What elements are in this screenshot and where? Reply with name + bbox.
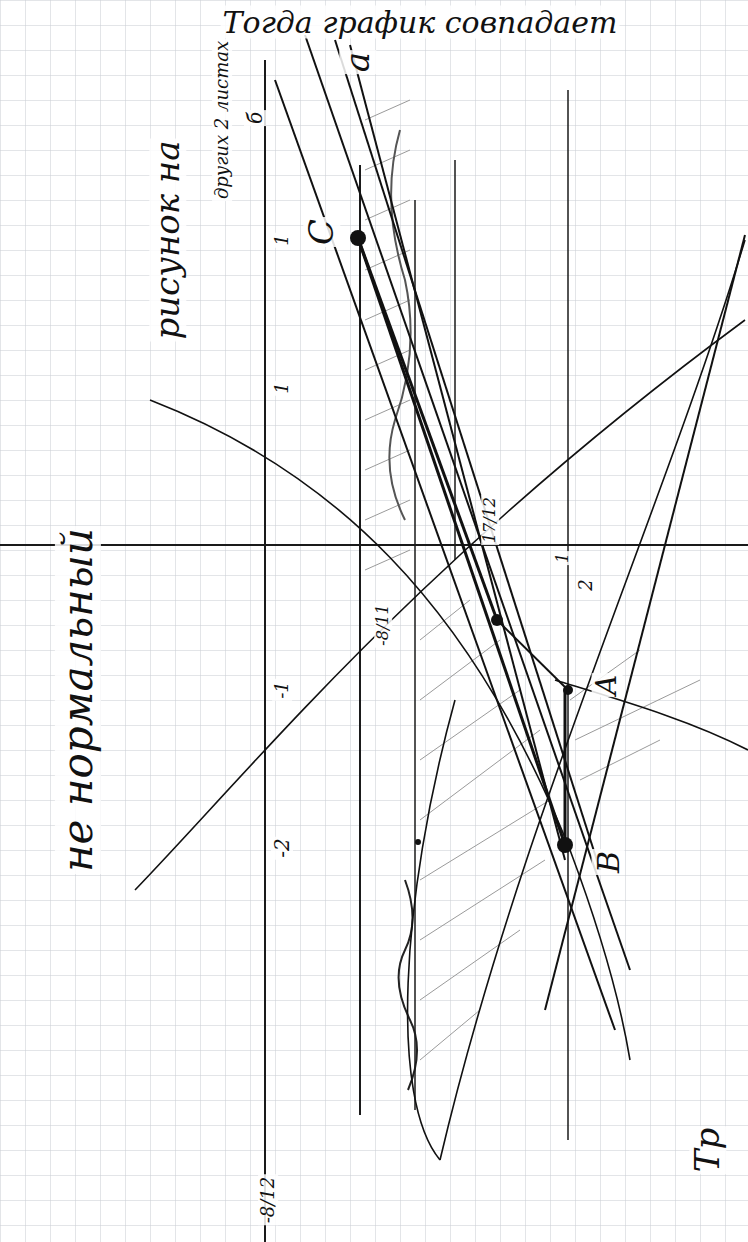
handwritten-label: Тогда график совпадает: [221, 6, 620, 39]
handwritten-label: рисунок на: [149, 138, 186, 341]
points: [350, 230, 573, 853]
handwritten-label: -8/11: [374, 602, 392, 647]
handwritten-label: 1: [272, 232, 292, 247]
handwritten-label: -1: [272, 679, 292, 701]
handwritten-label: 17/12: [481, 495, 499, 545]
handwritten-label: не нормальный: [55, 526, 101, 874]
handwritten-label: 2: [576, 577, 596, 592]
handwritten-label: б: [244, 110, 266, 126]
handwritten-label: A: [592, 673, 623, 697]
curves: [135, 240, 748, 1160]
handwritten-label: 1: [272, 380, 292, 395]
handwritten-label: а: [339, 50, 376, 74]
handwritten-label: других 2 листах: [212, 39, 232, 201]
handwritten-label: B: [592, 849, 625, 875]
handwritten-label: -2: [271, 836, 293, 859]
handwritten-label: -8/12: [258, 1175, 278, 1226]
handwritten-label: Тр: [689, 1126, 726, 1174]
handwritten-label: 1: [554, 551, 572, 565]
axes: [0, 60, 748, 1242]
straight-lines: [275, 35, 745, 1030]
handwritten-label: C: [303, 217, 340, 247]
